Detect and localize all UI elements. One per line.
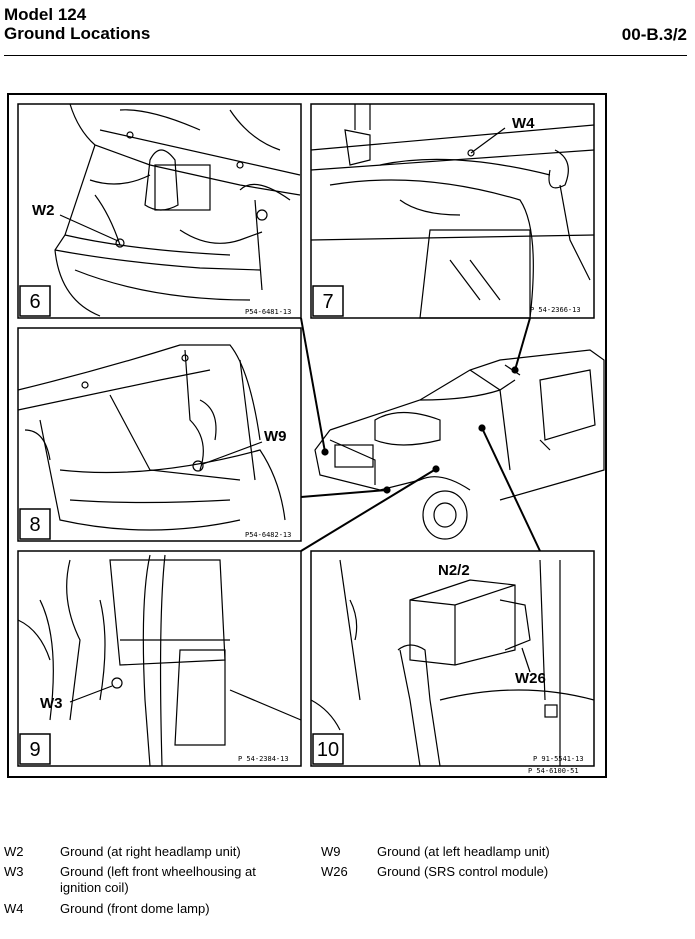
panel-number: 6 — [29, 291, 40, 313]
panel-7: 7 W4 P 54-2366-13 — [310, 103, 595, 319]
ground-label-w4: W4 — [512, 115, 535, 132]
legend-description: Ground (at right headlamp unit) — [60, 844, 241, 859]
module-label-n2-2: N2/2 — [438, 562, 470, 579]
panel-8: 8 W9 P54-6482-13 — [17, 327, 302, 542]
panel-number: 9 — [29, 739, 40, 761]
header-divider — [4, 55, 687, 56]
panel-ref: P54-6481-13 — [245, 308, 291, 316]
ground-label-w26: W26 — [515, 670, 546, 687]
legend-code: W9 — [321, 844, 341, 859]
legend-description: Ground (left front wheelhousing at ignit… — [60, 864, 256, 895]
ground-label-w2: W2 — [32, 202, 55, 219]
panel-number: 10 — [317, 739, 339, 761]
legend-code: W4 — [4, 901, 24, 916]
model-title: Model 124 — [4, 5, 87, 24]
ground-label-w3: W3 — [40, 695, 63, 712]
panel-ref: P 54-2384-13 — [238, 755, 289, 763]
panel-ref: P 54-2366-13 — [530, 306, 581, 314]
legend-code: W2 — [4, 844, 24, 859]
panel-6: 6 W2 P54-6481-13 — [17, 103, 302, 319]
section-code: 00-B.3/2 — [621, 25, 687, 44]
legend-description: Ground (at left headlamp unit) — [377, 844, 550, 859]
panel-9: 9 W3 P 54-2384-13 — [17, 550, 302, 767]
panel-10: 10 N2/2 W26 P 91-5541-13 — [310, 550, 595, 767]
ground-locations-figure: 6 W2 P54-6481-13 7 W4 P 54-2366-13 — [7, 93, 607, 778]
panel-ref: P 91-5541-13 — [533, 755, 584, 763]
legend-code: W26 — [321, 864, 348, 879]
panel-number: 8 — [29, 514, 40, 536]
legend-description: Ground (front dome lamp) — [60, 901, 210, 916]
car-overview — [314, 349, 605, 540]
figure-frame — [7, 93, 607, 778]
page-title: Model 124 Ground Locations — [4, 5, 150, 43]
ground-label-w9: W9 — [264, 428, 287, 445]
figure-ref: P 54-6100-51 — [528, 767, 579, 775]
panel-ref: P54-6482-13 — [245, 531, 291, 539]
legend-code: W3 — [4, 864, 24, 879]
leader-lines — [300, 317, 541, 552]
section-title: Ground Locations — [4, 24, 151, 43]
legend-description: Ground (SRS control module) — [377, 864, 549, 879]
panel-number: 7 — [322, 291, 333, 313]
